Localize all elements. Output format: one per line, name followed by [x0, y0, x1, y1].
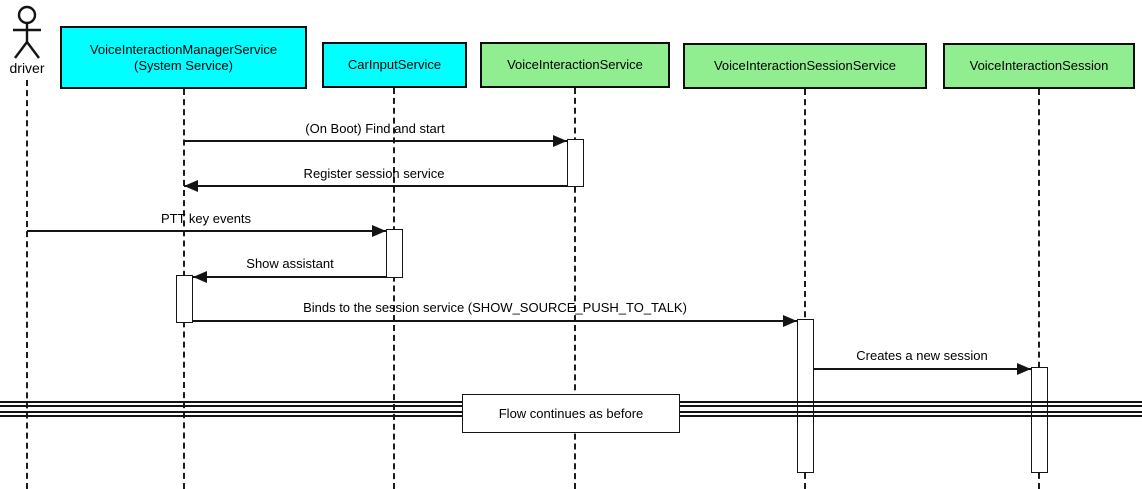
divider-label: Flow continues as before: [498, 406, 644, 421]
activation-voice-interaction-manager-service: [176, 275, 193, 323]
message-label-creates-a-new-session: Creates a new session: [856, 348, 988, 363]
participant-label: VoiceInteractionService: [507, 57, 643, 72]
participant-voice-interaction-session: VoiceInteractionSession: [943, 43, 1135, 89]
lifeline-voice-interaction-session-service: [804, 89, 806, 489]
activation-voice-interaction-session: [1031, 367, 1048, 473]
message-line-binds-to-session-service: [193, 320, 797, 322]
message-label-on-boot-find-and-start: (On Boot) Find and start: [305, 121, 445, 136]
message-line-on-boot-find-and-start: [184, 140, 568, 142]
message-line-register-session-service: [184, 185, 567, 187]
arrow-right-icon: [553, 135, 567, 147]
message-label-register-session-service: Register session service: [303, 166, 445, 181]
arrow-right-icon: [783, 315, 797, 327]
participant-voice-interaction-session-service: VoiceInteractionSessionService: [683, 43, 927, 89]
participant-voice-interaction-manager-service: VoiceInteractionManagerService (System S…: [60, 26, 307, 89]
activation-voice-interaction-service: [567, 139, 584, 187]
message-line-creates-a-new-session: [814, 368, 1031, 370]
message-line-ptt-key-events: [27, 230, 386, 232]
participant-label-line2: (System Service): [134, 57, 233, 73]
message-line-show-assistant: [193, 276, 386, 278]
arrow-left-icon: [193, 271, 207, 283]
lifeline-car-input-service: [393, 88, 395, 489]
activation-voice-interaction-session-service: [797, 319, 814, 473]
participant-car-input-service: CarInputService: [322, 42, 467, 88]
participant-driver-label: driver: [9, 60, 45, 76]
divider-label-box: Flow continues as before: [462, 394, 680, 433]
message-label-binds-to-session-service: Binds to the session service (SHOW_SOURC…: [303, 300, 687, 315]
lifeline-voice-interaction-service: [574, 88, 576, 489]
activation-car-input-service: [386, 229, 403, 278]
lifeline-voice-interaction-session: [1038, 89, 1040, 489]
message-label-show-assistant: Show assistant: [246, 256, 334, 271]
lifeline-driver: [26, 80, 28, 489]
arrow-left-icon: [184, 180, 198, 192]
participant-label: VoiceInteractionSession: [969, 58, 1109, 73]
participant-label: VoiceInteractionSessionService: [713, 58, 897, 73]
participant-label-line1: VoiceInteractionManagerService: [89, 41, 278, 57]
participant-label: CarInputService: [347, 57, 442, 72]
actor-icon: [13, 5, 41, 59]
message-label-ptt-key-events: PTT key events: [160, 211, 252, 226]
participant-voice-interaction-service: VoiceInteractionService: [480, 42, 670, 88]
arrow-right-icon: [1017, 363, 1031, 375]
arrow-right-icon: [372, 225, 386, 237]
